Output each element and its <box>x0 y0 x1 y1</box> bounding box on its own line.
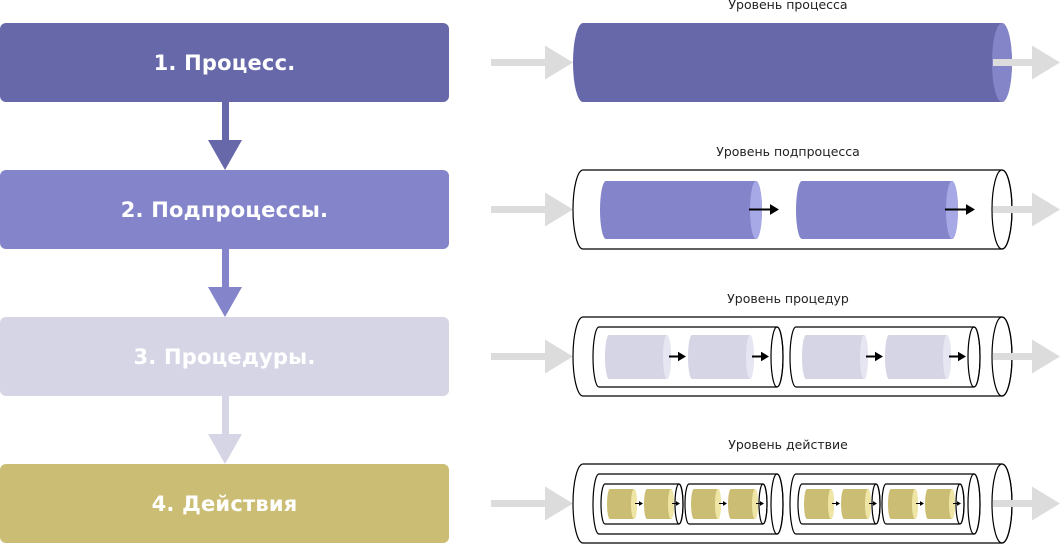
input-arrow-level-4-shaft <box>491 500 546 507</box>
subprocess-flow-arrow-1-head <box>770 204 779 215</box>
action-flow-arrow-1-1-1-head <box>639 501 643 506</box>
input-arrow-process-head <box>545 45 573 80</box>
action-group-2-end-ring <box>967 473 981 535</box>
down-arrow-head <box>208 287 242 317</box>
action-cylinder-1-1-1-end-cap <box>631 489 637 519</box>
procedure-cylinder-1-2-end-cap <box>746 335 754 379</box>
action-cylinder-2-2-2-end-cap <box>949 489 955 519</box>
caption-action-level: Уровень действие <box>728 437 848 452</box>
action-flow-arrow-2-1-2-head <box>873 501 877 506</box>
action-flow-arrow-1-1-2-head <box>676 501 680 506</box>
action-cylinder-1-1-2-body <box>644 489 674 519</box>
action-flow-arrow-1-2-1-head <box>723 501 727 506</box>
action-flow-arrow-2-1-1-head <box>836 501 840 506</box>
caption-subprocess-level: Уровень подпроцесса <box>716 144 860 159</box>
output-arrow-level-4-head <box>1032 486 1060 521</box>
process-cylinder-body <box>573 23 1013 102</box>
action-cylinder-2-1-2-body <box>841 489 871 519</box>
caption-process-level: Уровень процесса <box>728 0 848 12</box>
procedure-cylinder-2-1-body <box>802 335 868 379</box>
output-arrow-level-3-head <box>1032 339 1060 374</box>
down-arrow-shaft <box>222 102 229 141</box>
output-arrow-process-head <box>1032 45 1060 80</box>
down-arrow-head <box>208 140 242 170</box>
subprocess-cylinder-2-body <box>796 181 958 239</box>
subprocess-flow-arrow-2-head <box>966 204 975 215</box>
procedure-flow-arrow-1-2-head <box>761 351 769 362</box>
action-cylinder-1-1-1-body <box>607 489 637 519</box>
input-arrow-level-4-head <box>545 486 573 521</box>
procedure-cylinder-1-1-end-cap <box>663 335 671 379</box>
level-box-actions: 4. Действия <box>0 464 449 543</box>
action-cylinder-2-2-1-end-cap <box>912 489 918 519</box>
procedure-cylinder-1-2-body <box>688 335 754 379</box>
procedure-group-2-end-ring <box>967 326 981 388</box>
action-cylinder-2-2-1-body <box>888 489 918 519</box>
action-flow-arrow-2-2-1-head <box>920 501 924 506</box>
input-arrow-level-3-shaft <box>491 353 546 360</box>
procedure-flow-arrow-1-1-head <box>678 351 686 362</box>
procedure-cylinder-1-1-body <box>605 335 671 379</box>
level-box-process: 1. Процесс. <box>0 23 449 102</box>
input-arrow-level-2-shaft <box>491 206 546 213</box>
procedure-group-1-end-ring <box>770 326 784 388</box>
procedure-cylinder-2-2-end-cap <box>943 335 951 379</box>
action-cylinder-1-2-1-body <box>691 489 721 519</box>
output-arrow-level-2-shaft <box>993 206 1033 213</box>
action-cylinder-1-2-1-end-cap <box>715 489 721 519</box>
action-cylinder-2-2-2-body <box>925 489 955 519</box>
action-cylinder-1-2-2-body <box>728 489 758 519</box>
action-flow-arrow-2-2-2-head <box>957 501 961 506</box>
input-arrow-process-shaft <box>491 59 546 66</box>
action-cylinder-2-1-1-end-cap <box>828 489 834 519</box>
down-arrow-head <box>208 434 242 464</box>
level-box-procedures: 3. Процедуры. <box>0 317 449 396</box>
down-arrow-shaft <box>222 249 229 288</box>
level-box-subprocesses: 2. Подпроцессы. <box>0 170 449 249</box>
caption-procedure-level: Уровень процедур <box>727 291 849 306</box>
output-arrow-level-2-head <box>1032 192 1060 227</box>
action-cylinder-2-1-2-end-cap <box>865 489 871 519</box>
procedure-cylinder-2-1-end-cap <box>860 335 868 379</box>
action-cylinder-2-1-1-body <box>804 489 834 519</box>
input-arrow-level-2-head <box>545 192 573 227</box>
input-arrow-level-3-head <box>545 339 573 374</box>
subprocess-cylinder-1-body <box>600 181 762 239</box>
output-arrow-process-shaft <box>993 59 1033 66</box>
output-arrow-level-4-shaft <box>993 500 1033 507</box>
action-cylinder-1-2-2-end-cap <box>752 489 758 519</box>
action-cylinder-1-1-2-end-cap <box>668 489 674 519</box>
procedure-flow-arrow-2-1-head <box>875 351 883 362</box>
procedure-flow-arrow-2-2-head <box>958 351 966 362</box>
action-flow-arrow-1-2-2-head <box>760 501 764 506</box>
down-arrow-shaft <box>222 396 229 435</box>
procedure-cylinder-2-2-body <box>885 335 951 379</box>
action-group-1-end-ring <box>770 473 784 535</box>
output-arrow-level-3-shaft <box>993 353 1033 360</box>
